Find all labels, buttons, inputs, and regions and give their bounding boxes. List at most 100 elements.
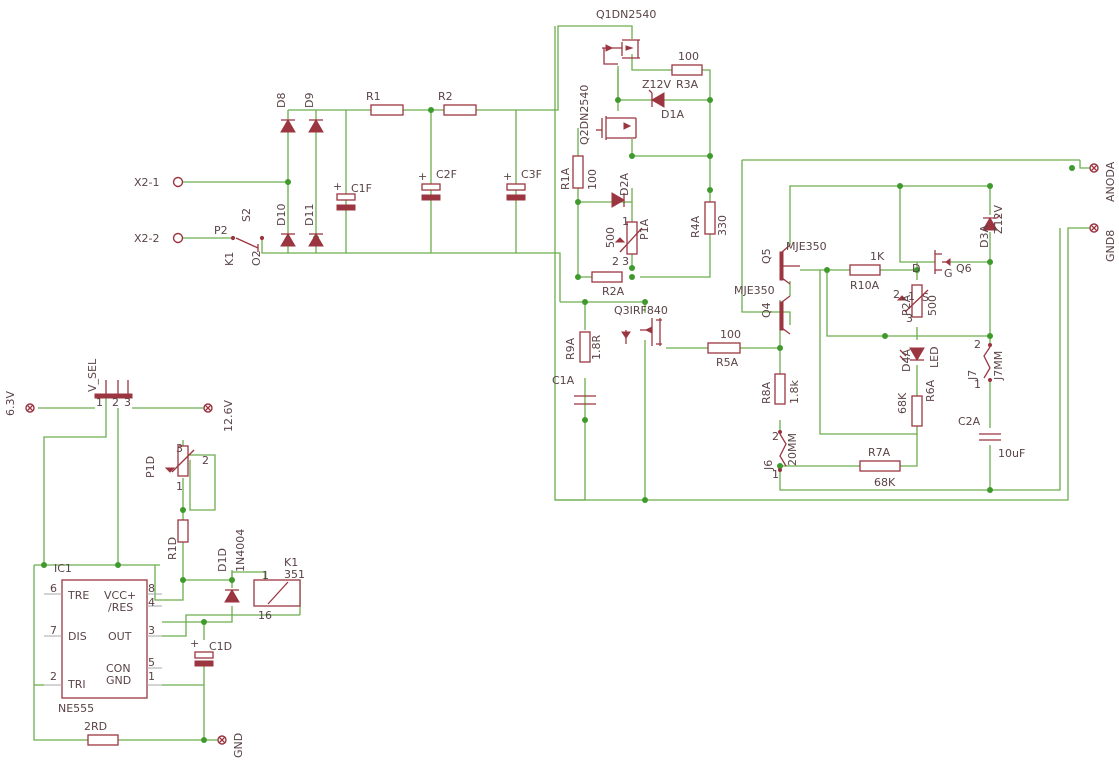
svg-text:2: 2	[612, 255, 619, 268]
input-terminal-x2-2[interactable]: X2-2	[134, 232, 184, 245]
svg-text:D: D	[912, 262, 920, 275]
svg-text:D1D: D1D	[216, 548, 229, 572]
diode-d10: D10	[275, 204, 296, 247]
svg-text:X2-1: X2-1	[134, 176, 160, 189]
svg-text:D2A: D2A	[618, 173, 631, 196]
svg-text:1: 1	[974, 378, 981, 391]
svg-text:K1: K1	[223, 252, 236, 266]
svg-text:1: 1	[262, 569, 269, 582]
svg-text:D11: D11	[303, 204, 316, 226]
svg-text:+: +	[418, 170, 427, 183]
mosfet-q3: Q3IRF840	[614, 304, 668, 346]
svg-text:1K: 1K	[870, 250, 885, 263]
resistor-r1a: R1A 100	[559, 155, 599, 190]
terminal-6-3v[interactable]: 6.3V	[4, 391, 35, 416]
svg-text:P1A: P1A	[638, 218, 651, 240]
svg-text:500: 500	[926, 295, 939, 316]
svg-text:1: 1	[148, 670, 155, 683]
svg-text:3: 3	[906, 312, 913, 325]
diode-d8: D8	[275, 93, 296, 133]
svg-text:C1F: C1F	[351, 182, 372, 195]
resistor-r5a: 100 R5A	[707, 328, 741, 369]
led-d4a: LED D4A	[899, 346, 941, 372]
svg-text:GND: GND	[232, 733, 245, 758]
svg-text:/RES: /RES	[108, 601, 133, 614]
svg-text:100: 100	[586, 169, 599, 190]
svg-text:X2-2: X2-2	[134, 232, 160, 245]
capacitor-c1f: + C1F	[333, 180, 372, 211]
svg-text:3: 3	[176, 442, 183, 455]
terminal-gnd[interactable]: GND	[217, 733, 245, 758]
svg-text:J6: J6	[762, 460, 775, 471]
svg-text:G: G	[944, 267, 953, 280]
svg-text:GND: GND	[106, 674, 131, 687]
svg-text:D3A: D3A	[978, 225, 991, 248]
svg-text:2: 2	[112, 396, 119, 409]
resistor-r1d: R1D	[166, 519, 189, 560]
jumper-j7: J7 J7MM 2 1	[966, 338, 1005, 391]
svg-text:12.6V: 12.6V	[222, 400, 235, 432]
svg-text:R3A: R3A	[676, 78, 699, 91]
svg-text:OUT: OUT	[108, 630, 132, 643]
resistor-r2: R2	[438, 90, 477, 116]
svg-text:3: 3	[124, 396, 131, 409]
diode-d9: D9	[303, 93, 324, 133]
svg-text:68K: 68K	[896, 392, 909, 414]
svg-text:Q1DN2540: Q1DN2540	[596, 8, 656, 21]
jumper-j6: J6 20MM 2 1	[762, 430, 799, 481]
ic1-ne555: IC1 NE555 TRE VCC+ /RES DIS OUT CON TRI …	[44, 562, 162, 715]
mosfet-q2: Q2DN2540	[578, 85, 637, 145]
svg-text:2: 2	[974, 338, 981, 351]
svg-text:R2A: R2A	[602, 285, 625, 298]
svg-text:+: +	[190, 637, 199, 650]
resistor-r2d: 2RD	[84, 720, 119, 746]
svg-text:GND8: GND8	[1104, 230, 1117, 262]
svg-text:R1D: R1D	[166, 537, 179, 560]
svg-text:4: 4	[148, 596, 155, 609]
resistor-r7a: R7A 68K	[859, 446, 901, 489]
svg-text:IC1: IC1	[54, 562, 72, 575]
svg-text:LED: LED	[928, 346, 941, 368]
svg-text:Z12V: Z12V	[642, 78, 672, 91]
capacitor-c2a: C2A 10uF	[958, 415, 1025, 460]
svg-text:+: +	[333, 180, 342, 193]
svg-text:S: S	[922, 291, 929, 304]
svg-text:D10: D10	[275, 204, 288, 226]
svg-text:Q6: Q6	[956, 262, 972, 275]
jfet-q6: D S G Q6	[912, 250, 972, 304]
terminal-12-6v[interactable]: 12.6V	[203, 400, 235, 432]
svg-text:Q5: Q5	[760, 248, 773, 264]
diode-d2a: D2A	[611, 173, 631, 208]
svg-text:Q2DN2540: Q2DN2540	[578, 85, 591, 145]
svg-text:O2: O2	[250, 250, 263, 266]
svg-text:5: 5	[148, 656, 155, 669]
svg-text:J7MM: J7MM	[992, 351, 1005, 381]
zener-d1a: Z12V D1A	[642, 78, 684, 121]
voltage-selector-v-sel[interactable]: V_SEL 1 2 3	[86, 358, 133, 409]
terminal-anoda[interactable]: ANODA	[1089, 161, 1117, 202]
svg-text:1: 1	[772, 468, 779, 481]
svg-text:R9A: R9A	[564, 337, 577, 360]
svg-text:330: 330	[716, 215, 729, 236]
svg-text:D4A: D4A	[900, 349, 913, 372]
svg-text:2: 2	[893, 288, 900, 301]
svg-text:D1A: D1A	[661, 108, 684, 121]
svg-text:J7: J7	[966, 370, 979, 381]
terminal-gnd8[interactable]: GND8	[1089, 223, 1117, 262]
svg-text:C2A: C2A	[958, 415, 981, 428]
input-terminal-x2-1[interactable]: X2-1	[134, 176, 184, 189]
svg-text:R10A: R10A	[850, 279, 880, 292]
svg-text:ANODA: ANODA	[1104, 161, 1117, 202]
svg-text:R6A: R6A	[924, 379, 937, 402]
resistor-r10a: 1K R10A	[849, 250, 885, 292]
svg-text:1: 1	[622, 215, 629, 228]
svg-text:R1: R1	[366, 90, 381, 103]
svg-text:1N4004: 1N4004	[234, 529, 247, 572]
svg-text:2: 2	[202, 454, 209, 467]
svg-text:7: 7	[50, 624, 57, 637]
svg-text:100: 100	[720, 328, 741, 341]
capacitor-c1d: + C1D	[190, 637, 232, 667]
svg-text:C1D: C1D	[209, 640, 232, 653]
svg-text:D9: D9	[303, 93, 316, 108]
svg-text:3: 3	[148, 624, 155, 637]
